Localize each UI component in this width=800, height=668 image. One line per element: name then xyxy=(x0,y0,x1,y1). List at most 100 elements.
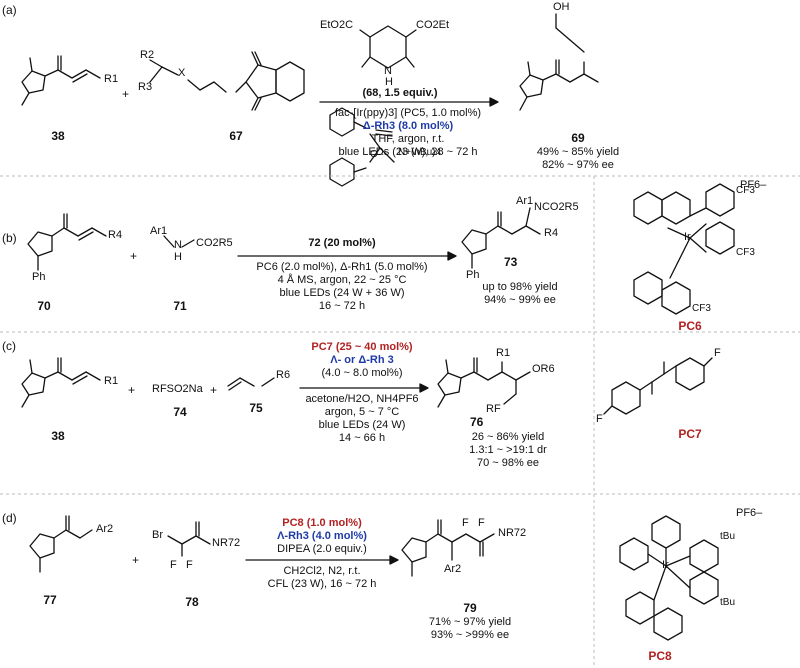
compound-38-c: 38 xyxy=(51,429,65,443)
reagent-72-anion: O– xyxy=(370,149,384,160)
result-76-dr: 1.3:1 ~ >19:1 dr xyxy=(469,444,547,456)
condition-d-1: PC8 (1.0 mol%) xyxy=(282,517,362,529)
compound-77: 77 xyxy=(43,593,57,607)
compound-70: 70 xyxy=(37,299,51,313)
pc8-tbu-1: tBu xyxy=(720,531,736,542)
substituent-77-ar2: Ar2 xyxy=(96,523,114,535)
structure-75 xyxy=(227,377,275,391)
substituent-79-f2: F xyxy=(478,517,485,529)
pc8-counterion: PF6– xyxy=(736,507,763,519)
structure-77 xyxy=(29,515,93,573)
structure-79 xyxy=(401,519,495,577)
result-79-ee: 93% ~ >99% ee xyxy=(430,629,510,641)
pc6-counterion: PF6– xyxy=(740,179,767,191)
condition-c-7: 14 ~ 66 h xyxy=(338,432,386,444)
substituent-75-r6: R6 xyxy=(276,369,291,381)
substituent-73-r4: R4 xyxy=(544,227,559,239)
condition-d-2: Λ-Rh3 (4.0 mol%) xyxy=(277,530,367,542)
catalyst-pc8-label: PC8 xyxy=(648,649,672,663)
substituent-67-r3: R3 xyxy=(138,81,153,93)
panel-label-c: (c) xyxy=(2,339,16,353)
condition-c-6: blue LEDs (24 W) xyxy=(318,419,406,431)
condition-a-2: Δ-Rh3 (8.0 mol%) xyxy=(362,120,454,132)
substituent-71-h: H xyxy=(174,251,182,263)
condition-b-1: PC6 (2.0 mol%), Δ-Rh1 (5.0 mol%) xyxy=(256,261,428,273)
structure-76 xyxy=(437,357,531,408)
compound-75: 75 xyxy=(249,401,263,415)
structure-69 xyxy=(519,13,599,111)
structure-73 xyxy=(461,207,541,269)
condition-c-5: argon, 5 ~ 7 °C xyxy=(324,406,400,418)
structure-38-c xyxy=(21,357,101,408)
condition-b-2: 4 Å MS, argon, 22 ~ 25 °C xyxy=(277,274,407,286)
compound-38-a: 38 xyxy=(51,129,65,143)
compound-78: 78 xyxy=(185,595,199,609)
condition-c-2: Λ- or Δ-Rh 3 xyxy=(330,354,394,366)
result-69-yield: 49% ~ 85% yield xyxy=(536,146,620,158)
plus-c-2: + xyxy=(210,383,218,397)
structure-pc8 xyxy=(619,515,719,641)
structure-70 xyxy=(27,213,107,271)
result-76-yield: 26 ~ 86% yield xyxy=(471,431,545,443)
plus-a: + xyxy=(122,87,130,101)
panel-label-b: (b) xyxy=(2,231,17,245)
condition-c-1: PC7 (25 ~ 40 mol%) xyxy=(311,341,413,353)
substituent-78-f1: F xyxy=(170,559,177,571)
plus-c-1: + xyxy=(128,383,136,397)
condition-d-5: CFL (23 W), 16 ~ 72 h xyxy=(267,578,377,590)
result-73-ee: 94% ~ 99% ee xyxy=(484,294,556,306)
substituent-71-ar1: Ar1 xyxy=(150,225,168,237)
structure-pc6 xyxy=(633,183,735,315)
substituent-70-ph: Ph xyxy=(32,271,46,283)
result-73-yield: up to 98% yield xyxy=(482,281,558,293)
condition-c-4: acetone/H2O, NH4PF6 xyxy=(305,393,419,405)
substituent-71-co2r5: CO2R5 xyxy=(196,237,233,249)
plus-d: + xyxy=(132,553,140,567)
substituent-c-r1: R1 xyxy=(104,375,119,387)
compound-73: 73 xyxy=(504,255,518,269)
arrowhead-a xyxy=(489,97,499,107)
arrowhead-d xyxy=(389,555,399,565)
substituent-73-nco2r5: NCO2R5 xyxy=(534,201,579,213)
pc6-cf3-3: CF3 xyxy=(692,303,711,314)
reagent-68-right-group: CO2Et xyxy=(416,19,450,31)
structure-38-a xyxy=(21,55,101,106)
substituent-a-r1: R1 xyxy=(104,73,119,85)
condition-b-3: blue LEDs (24 W + 36 W) xyxy=(279,287,405,299)
reagent-74-formula: RFSO2Na xyxy=(152,383,203,395)
structure-67 xyxy=(149,51,305,111)
substituent-78-f2: F xyxy=(186,559,193,571)
pc7-f-left: F xyxy=(596,413,603,425)
substituent-70-r4: R4 xyxy=(108,229,123,241)
structure-68 xyxy=(359,25,417,69)
structure-71 xyxy=(163,235,195,248)
reagent-68-nh: N xyxy=(384,65,392,77)
result-69-ee: 82% ~ 97% ee xyxy=(542,159,614,171)
structure-pc7 xyxy=(603,357,713,415)
structure-78 xyxy=(167,521,211,557)
substituent-76-rf: RF xyxy=(486,403,501,415)
substituent-79-nr72: NR72 xyxy=(498,527,527,539)
pc6-metal: Ir xyxy=(684,231,691,243)
result-79-yield: 71% ~ 97% yield xyxy=(428,616,512,628)
panel-label-a: (a) xyxy=(2,3,17,17)
substituent-78-nr72: NR72 xyxy=(212,537,241,549)
condition-a-4: blue LEDs (23 W), 28 ~ 72 h xyxy=(338,146,478,158)
result-76-ee: 70 ~ 98% ee xyxy=(476,457,540,469)
substituent-76-or6: OR6 xyxy=(532,363,555,375)
condition-d-4: CH2Cl2, N2, r.t. xyxy=(283,565,361,577)
plus-b: + xyxy=(130,249,138,263)
arrowhead-c xyxy=(419,383,429,393)
substituent-71-n: N xyxy=(174,239,182,251)
pc8-metal: Ir xyxy=(662,559,669,571)
reagent-68-label: (68, 1.5 equiv.) xyxy=(362,87,438,99)
substituent-76-r1: R1 xyxy=(496,347,511,359)
substituent-79-f1: F xyxy=(462,517,469,529)
arrowhead-b xyxy=(447,251,457,261)
pc7-f-right: F xyxy=(714,347,721,359)
pc6-cf3-2: CF3 xyxy=(736,247,755,258)
reagent-72-label: 72 (20 mol%) xyxy=(308,237,376,249)
compound-74: 74 xyxy=(173,405,187,419)
catalyst-pc7-label: PC7 xyxy=(678,427,702,441)
